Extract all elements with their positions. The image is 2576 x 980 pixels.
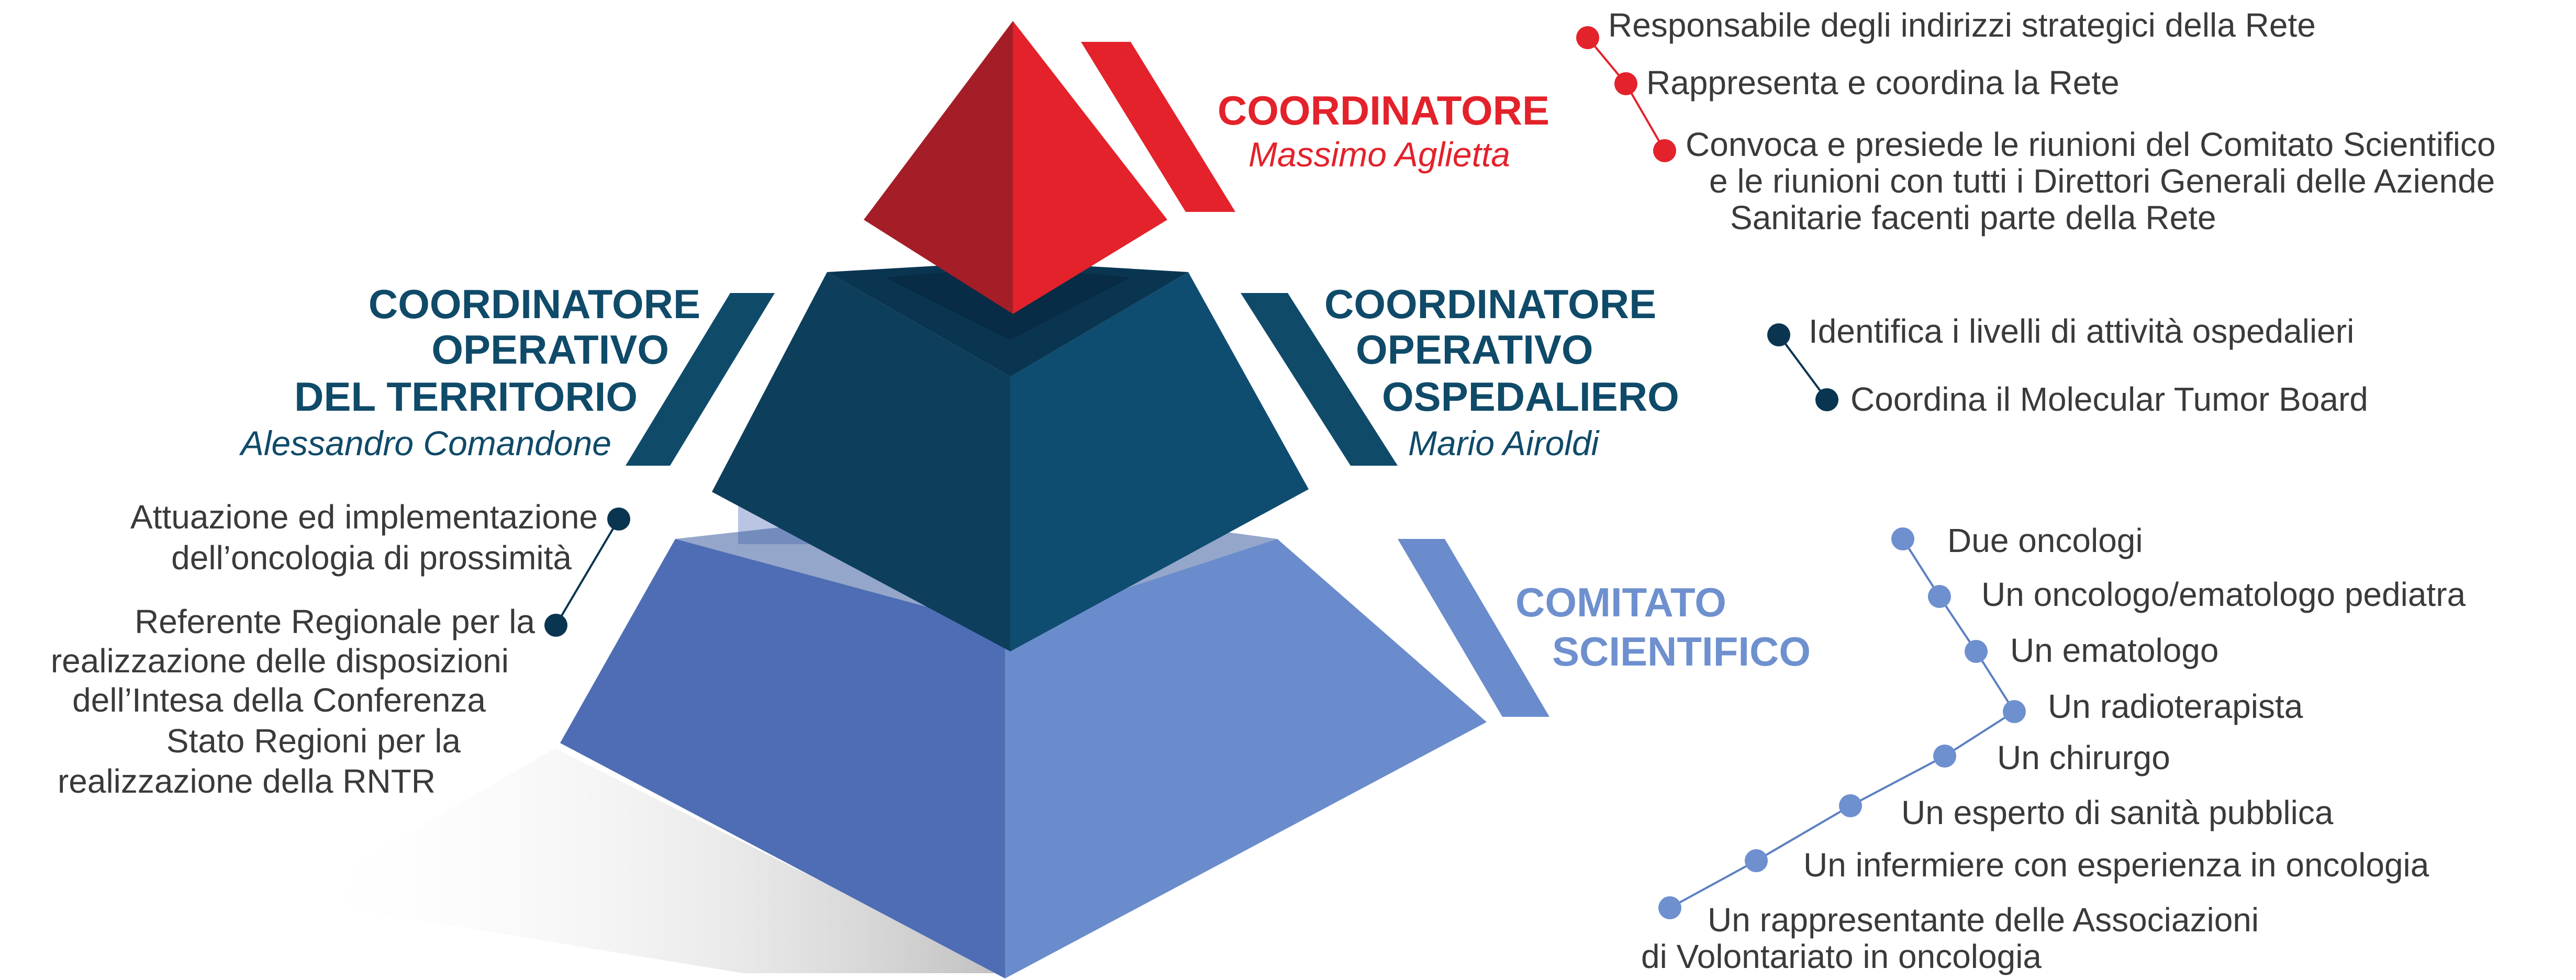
- committee-item: Un esperto di sanità pubblica: [1901, 794, 2334, 831]
- territory-item: Attuazione ed implementazione: [130, 498, 598, 536]
- dots-territory: [544, 508, 630, 637]
- bar-navy-right: [1241, 293, 1398, 466]
- territory-name: Alessandro Comandone: [239, 424, 611, 463]
- dot: [1614, 72, 1637, 95]
- dot: [1933, 745, 1956, 768]
- committee-title-line: SCIENTIFICO: [1552, 628, 1811, 674]
- hospital-title-line: COORDINATORE: [1324, 281, 1656, 327]
- tier-coordinator-left-face: [864, 21, 1013, 314]
- committee-item: Un rappresentante delle Associazioni: [1708, 901, 2259, 939]
- dot: [1767, 323, 1790, 346]
- territory-item: realizzazione della RNTR: [58, 762, 436, 800]
- dot: [1576, 26, 1599, 49]
- committee-item: Un chirurgo: [1997, 739, 2170, 776]
- territory-title-line: OPERATIVO: [431, 326, 669, 373]
- coordinator-title: COORDINATORE: [1218, 87, 1549, 133]
- bar-navy-left: [626, 293, 775, 466]
- dot: [1745, 849, 1768, 872]
- territory-item: realizzazione delle disposizioni: [51, 642, 509, 680]
- territory-item: dell’Intesa della Conferenza: [72, 681, 486, 719]
- territory-title-line: COORDINATORE: [369, 281, 700, 327]
- hospital-item: Coordina il Molecular Tumor Board: [1850, 380, 2368, 418]
- committee-item: Un radioterapista: [2048, 688, 2303, 725]
- territory-title: COORDINATORE OPERATIVO DEL TERRITORIO: [294, 281, 700, 420]
- coordinator-item: e le riunioni con tutti i Direttori Gene…: [1709, 162, 2495, 200]
- committee-item: Un infermiere con esperienza in oncologi…: [1803, 846, 2429, 884]
- committee-title: COMITATO SCIENTIFICO: [1515, 579, 1811, 674]
- dot: [1653, 139, 1676, 162]
- coordinator-item: Sanitarie facenti parte della Rete: [1730, 199, 2216, 236]
- territory-title-line: DEL TERRITORIO: [294, 374, 638, 420]
- tier-coordinator-right-face: [1013, 21, 1167, 314]
- committee-item: Due oncologi: [1947, 522, 2143, 559]
- territory-item: Referente Regionale per la: [135, 603, 535, 640]
- coordinator-items: Responsabile degli indirizzi strategici …: [1608, 6, 2496, 236]
- hospital-title: COORDINATORE OPERATIVO OSPEDALIERO: [1324, 281, 1679, 420]
- tier-operative-right-face: [1010, 272, 1309, 651]
- dot: [1965, 640, 1988, 663]
- dot: [544, 614, 567, 637]
- dot: [1928, 585, 1951, 608]
- coordinator-item: Responsabile degli indirizzi strategici …: [1608, 6, 2316, 44]
- hospital-name: Mario Airoldi: [1408, 424, 1600, 463]
- coordinator-name: Massimo Aglietta: [1248, 135, 1510, 174]
- hospital-items: Identifica i livelli di attività ospedal…: [1809, 312, 2368, 418]
- hospital-title-line: OPERATIVO: [1356, 326, 1593, 373]
- dots-coordinator: [1576, 26, 1676, 162]
- dot: [2003, 700, 2026, 723]
- dots-hospital: [1767, 323, 1838, 411]
- tier-committee-left-face: [560, 539, 1005, 978]
- coordinator-item: Convoca e presiede le riunioni del Comit…: [1686, 126, 2496, 163]
- hospital-title-line: OSPEDALIERO: [1382, 374, 1679, 420]
- connectors-territory: [555, 518, 620, 626]
- dots-committee: [1658, 527, 2026, 919]
- dot: [1839, 794, 1862, 817]
- tier-operative-left-face: [712, 272, 1010, 651]
- committee-item: Un oncologo/ematologo pediatra: [1981, 576, 2466, 613]
- connectors-hospital: [1778, 334, 1828, 401]
- dot: [1658, 896, 1681, 919]
- committee-items: Due oncologi Un oncologo/ematologo pedia…: [1641, 522, 2466, 975]
- dot: [607, 508, 630, 531]
- dot: [1815, 388, 1838, 411]
- territory-item: Stato Regioni per la: [166, 722, 461, 760]
- territory-items: Attuazione ed implementazione dell’oncol…: [51, 498, 598, 800]
- bar-red: [1081, 42, 1235, 212]
- coordinator-item: Rappresenta e coordina la Rete: [1646, 64, 2120, 102]
- bar-blue: [1398, 539, 1549, 717]
- territory-item: dell’oncologia di prossimità: [171, 539, 572, 577]
- committee-title-line: COMITATO: [1515, 579, 1726, 625]
- tier-operative: [712, 262, 1309, 651]
- committee-item: di Volontariato in oncologia: [1641, 938, 2042, 975]
- dot: [1891, 527, 1914, 550]
- tier-coordinator: [864, 21, 1167, 314]
- hospital-item: Identifica i livelli di attività ospedal…: [1809, 312, 2354, 350]
- tier-committee-right-face: [1005, 539, 1487, 978]
- committee-item: Un ematologo: [2010, 632, 2218, 669]
- pyramid-shadow: [293, 748, 1005, 973]
